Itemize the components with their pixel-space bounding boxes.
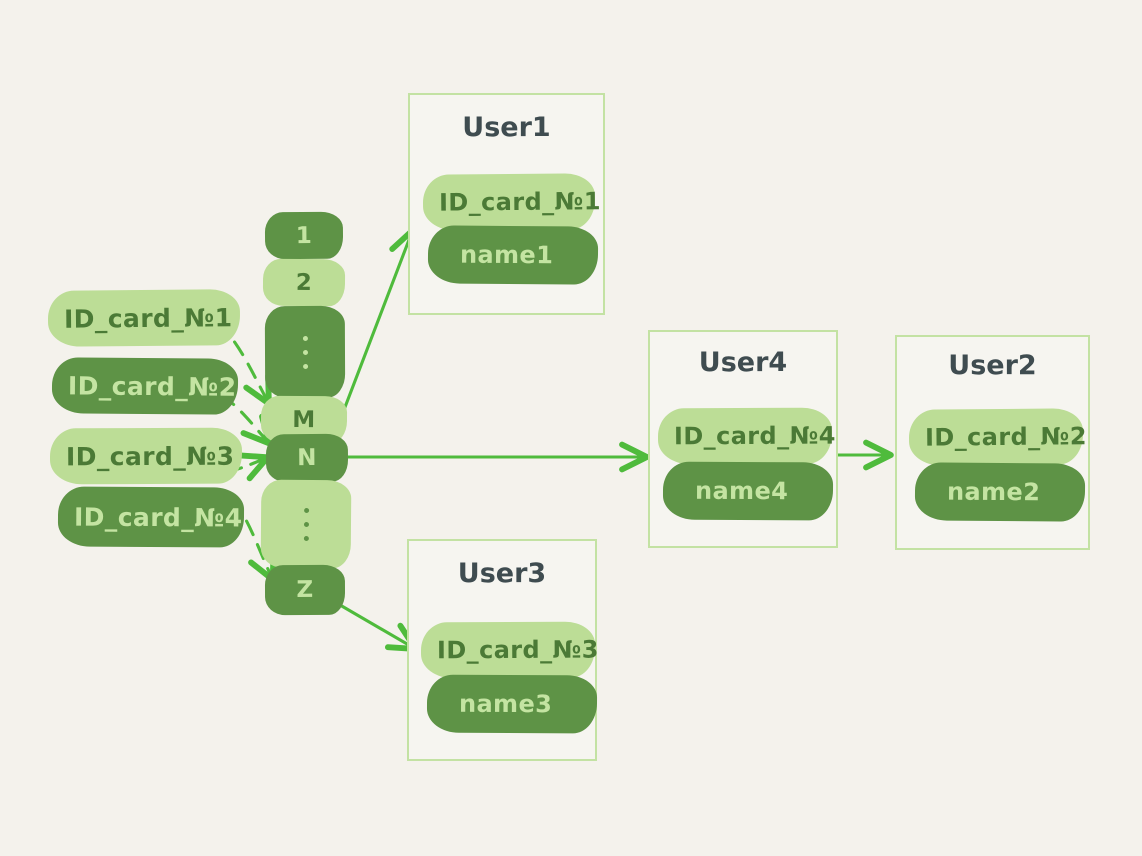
hash-cell-2[interactable]: 2 — [262, 258, 346, 307]
user-id-card-label: ID_card_№2 — [924, 422, 1087, 452]
ellipsis-dot — [303, 507, 309, 513]
ellipsis-dot — [302, 335, 308, 341]
user-card-2[interactable]: User2 ID_card_№2 name2 — [895, 335, 1090, 550]
user-card-title: User3 — [457, 558, 547, 589]
ellipsis-dot — [302, 363, 308, 369]
id-card-item[interactable]: ID_card_№3 — [49, 427, 243, 485]
user-name-label: name2 — [946, 477, 1041, 507]
user-card-title: User4 — [698, 347, 788, 378]
user-name-label: name1 — [459, 240, 554, 270]
user-card-1[interactable]: User1 ID_card_№1 name1 — [408, 93, 605, 315]
hash-cell-1[interactable]: 1 — [264, 211, 344, 260]
ellipsis-dot — [303, 521, 309, 527]
ellipsis-dot — [302, 349, 308, 355]
user-name-pill: name4 — [662, 461, 834, 521]
user-card-title: User2 — [948, 350, 1037, 381]
hash-cell-N[interactable]: N — [265, 433, 349, 483]
user-id-card-label: ID_card_№4 — [673, 421, 836, 451]
hash-cell-ellipsis-upper — [264, 305, 346, 399]
id-card-item[interactable]: ID_card_№1 — [47, 289, 241, 347]
user-id-card-label: ID_card_№1 — [438, 187, 601, 217]
hash-cell-ellipsis-lower — [260, 479, 352, 569]
id-card-label: ID_card_№2 — [67, 370, 237, 402]
id-card-label: ID_card_№1 — [63, 302, 233, 334]
id-card-label: ID_card_№4 — [73, 502, 243, 532]
user-id-card-label: ID_card_№3 — [436, 635, 599, 665]
id-card-label: ID_card_№3 — [65, 441, 235, 471]
user-name-pill: name1 — [427, 225, 599, 285]
ellipsis-dot — [303, 535, 309, 541]
user-name-pill: name2 — [914, 462, 1086, 522]
id-card-item[interactable]: ID_card_№2 — [51, 357, 239, 415]
user-id-card-pill: ID_card_№3 — [420, 621, 599, 679]
user-name-label: name3 — [458, 689, 553, 719]
user-id-card-pill: ID_card_№4 — [657, 407, 836, 465]
user-card-3[interactable]: User3 ID_card_№3 name3 — [407, 539, 599, 761]
hash-cell-label: M — [292, 406, 316, 433]
hash-cell-label: 2 — [295, 269, 313, 296]
hash-cell-label: Z — [296, 576, 314, 604]
user-name-label: name4 — [694, 476, 789, 506]
hash-cell-label: N — [297, 444, 317, 472]
user-name-pill: name3 — [426, 674, 598, 734]
user-card-4[interactable]: User4 ID_card_№4 name4 — [648, 330, 838, 548]
hash-cell-label: 1 — [295, 222, 313, 249]
id-card-item[interactable]: ID_card_№4 — [57, 486, 245, 548]
user-card-title: User1 — [462, 112, 551, 143]
hash-cell-Z[interactable]: Z — [264, 564, 346, 616]
edge-cell-M-to-user1 — [340, 227, 419, 417]
user-id-card-pill: ID_card_№2 — [908, 408, 1087, 466]
user-id-card-pill: ID_card_№1 — [422, 173, 601, 231]
